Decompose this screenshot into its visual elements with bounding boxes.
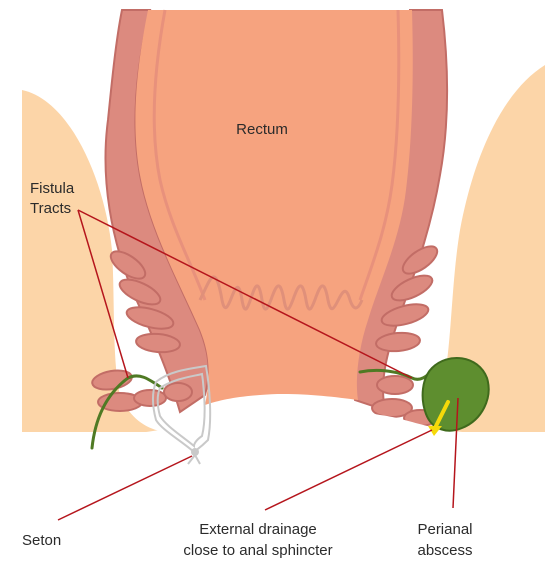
rectum-label: Rectum [236, 121, 288, 138]
abscess-label-line1: Perianal [417, 521, 472, 538]
seton-knot [192, 449, 198, 455]
fistula-tracts-label-line2: Tracts [30, 200, 71, 217]
drainage-label-line1: External drainage [199, 521, 317, 538]
fistula-tracts-label-line1: Fistula [30, 180, 75, 197]
drainage-label-line2: close to anal sphincter [183, 542, 332, 559]
seton-label: Seton [22, 532, 61, 549]
abscess-label-line2: abscess [417, 542, 472, 559]
